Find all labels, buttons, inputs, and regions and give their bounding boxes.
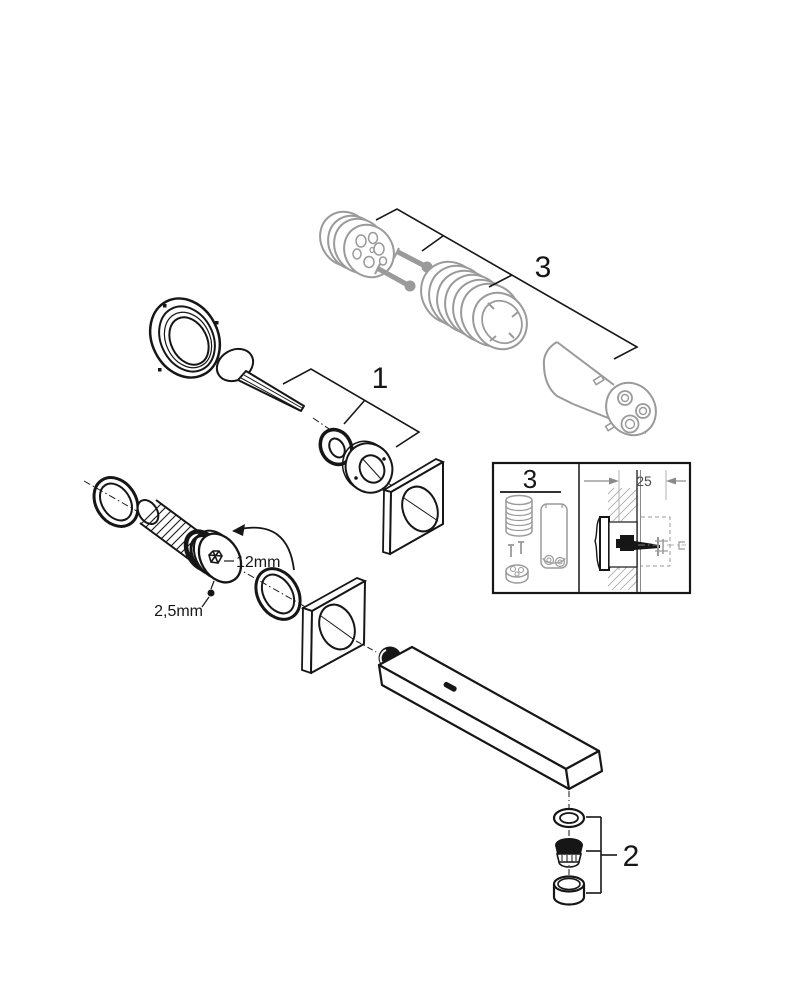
- concealed-body-cylinder: [542, 341, 657, 437]
- inset-face-disc: [505, 564, 529, 584]
- mounting-ring: [148, 297, 222, 379]
- aerator-insert: [555, 838, 583, 868]
- inset-screws: [508, 541, 524, 557]
- flanged-bush: [341, 440, 394, 494]
- depth-dimension-label: 25: [636, 473, 652, 489]
- callout-1-bracket: [282, 368, 421, 448]
- wall-escutcheon-top: [381, 457, 446, 556]
- callout-3-label: 3: [535, 251, 552, 284]
- inset-screw-tip: [655, 537, 668, 556]
- rotation-arrow: [232, 524, 295, 571]
- hex-socket: [208, 550, 223, 564]
- spout-bar: [377, 645, 604, 791]
- wall-hatching-top: [608, 488, 638, 521]
- inset-detail-box: 25: [491, 461, 692, 595]
- aerator-washer: [552, 807, 586, 829]
- flush-extension-pin: [215, 347, 305, 412]
- threaded-sleeve: [420, 260, 528, 351]
- spout-outlet-slot: [443, 681, 457, 692]
- dim-hexkey-label: 2,5mm: [154, 603, 203, 620]
- mounting-screw: [136, 499, 243, 584]
- axis-line-screw: [83, 480, 333, 623]
- wall-hatching-bottom: [608, 565, 638, 590]
- callout-2-label: 2: [623, 840, 640, 873]
- callout-2-bracket: [586, 816, 617, 894]
- inset-3-label: 3: [523, 464, 537, 494]
- o-ring-right: [254, 567, 302, 621]
- hex-key-indicator: [201, 580, 215, 608]
- aerator-ring-nut: [552, 875, 586, 906]
- dim-12mm-label: 12mm: [236, 554, 280, 571]
- callout-3-bracket: [375, 208, 639, 360]
- callout-1-label: 1: [372, 362, 389, 395]
- inset-faucet-section: [594, 516, 686, 571]
- inset-threaded-sleeve: [505, 494, 533, 537]
- cartridge-face-disc: [319, 210, 395, 279]
- o-ring-left: [92, 476, 140, 528]
- wall-escutcheon-bottom: [300, 577, 379, 675]
- inset-body-cylinder: [540, 503, 568, 569]
